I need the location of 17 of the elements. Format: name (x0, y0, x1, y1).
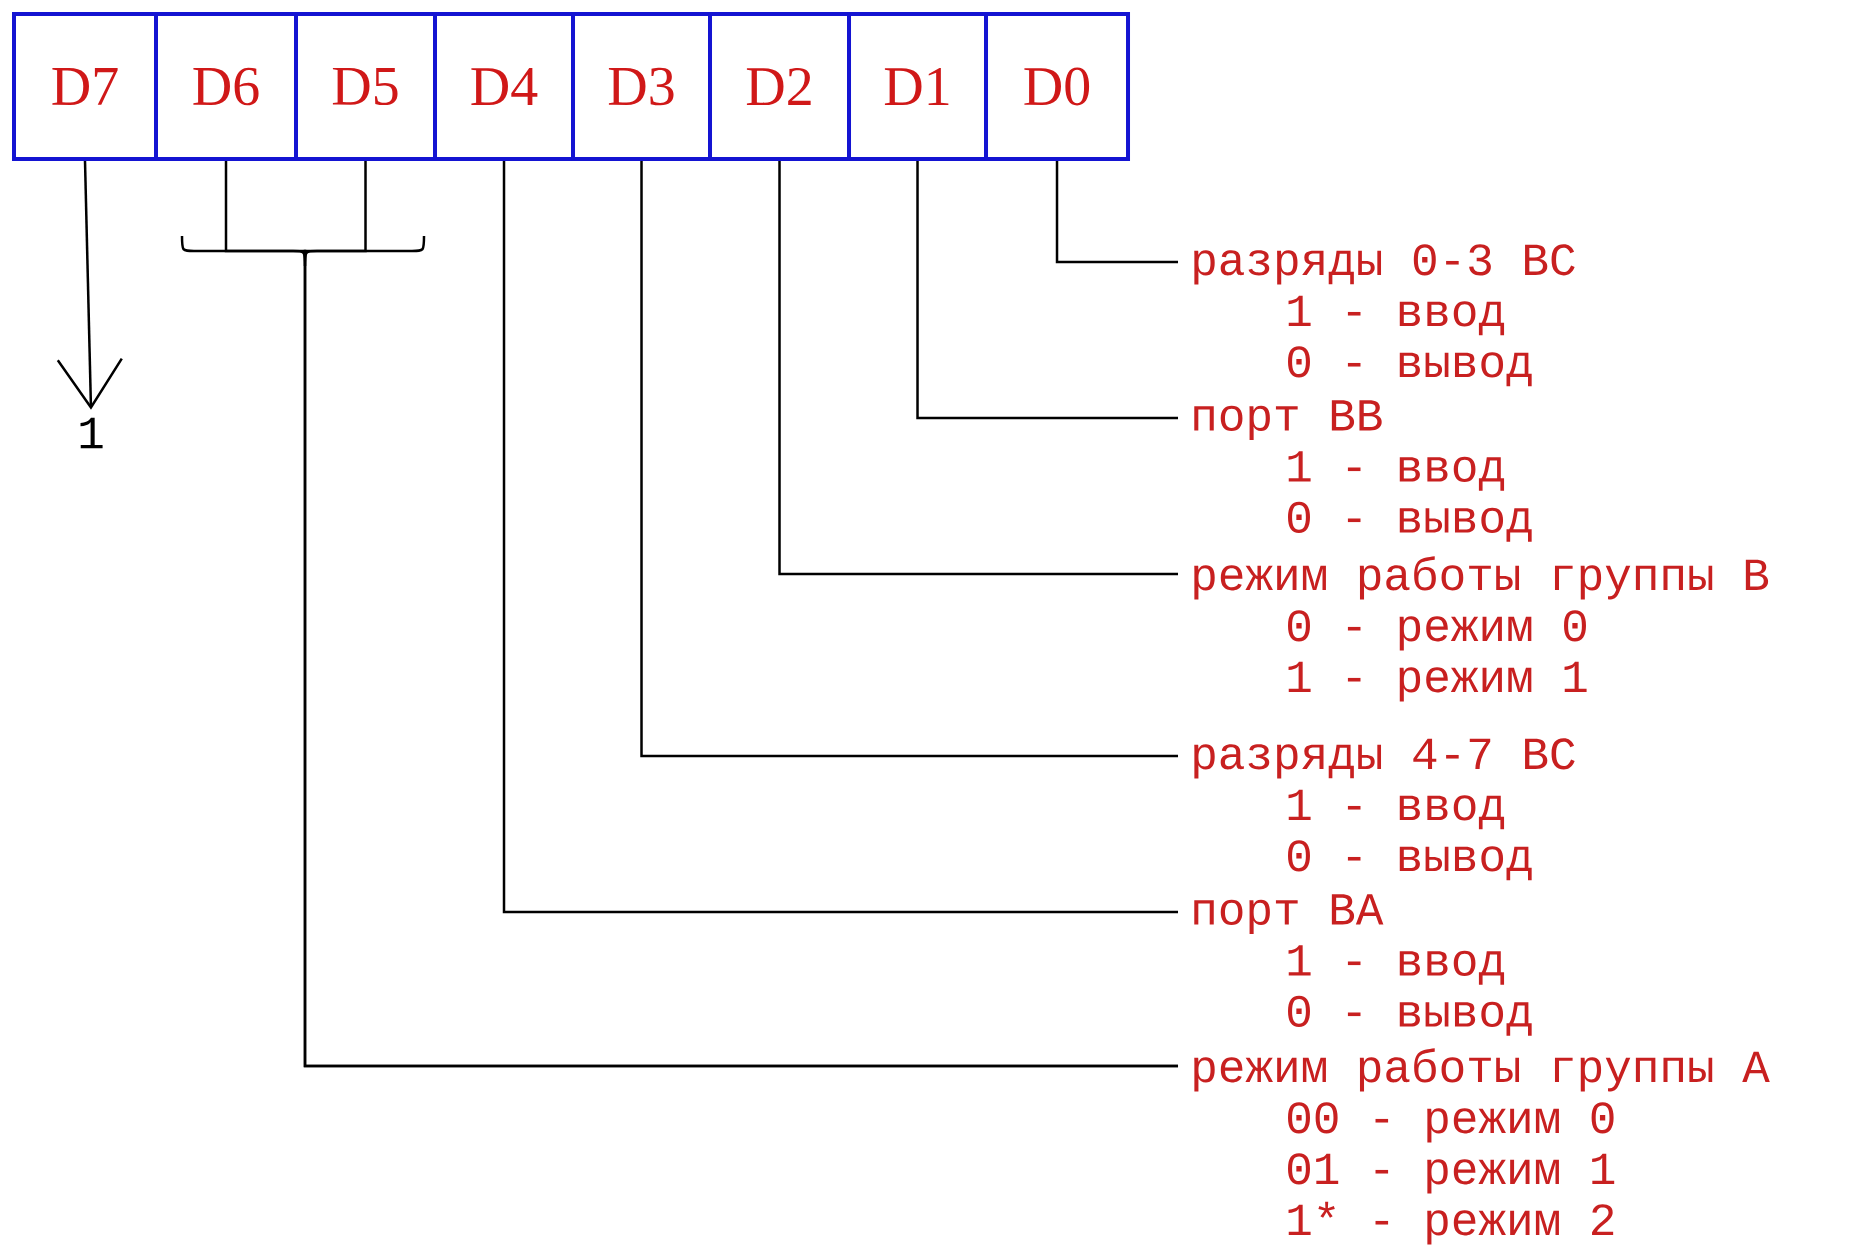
bit-cell: D4 (433, 12, 575, 161)
bit-cell: D2 (708, 12, 851, 161)
connector-line (640, 161, 1178, 758)
connector-line (1055, 161, 1178, 264)
bit-cell: D0 (984, 12, 1130, 161)
bit-cell: D5 (294, 12, 437, 161)
bit-cell: D6 (154, 12, 298, 161)
description-text: режим работы группы А 00 - режим 0 01 - режим 1 1* - режим 2 (1194, 1048, 1770, 1245)
arrow (56, 160, 123, 410)
bit-cell: D1 (847, 12, 988, 161)
value-label: 1 (80, 417, 103, 449)
connector-line (778, 161, 1178, 576)
bit-cell: D7 (12, 12, 158, 161)
connector-line (502, 161, 1178, 914)
bit-cell: D3 (571, 12, 712, 161)
connector-line (916, 161, 1178, 420)
description-text: режим работы группы В 0 - режим 0 1 - режим 1 (1194, 556, 1769, 702)
